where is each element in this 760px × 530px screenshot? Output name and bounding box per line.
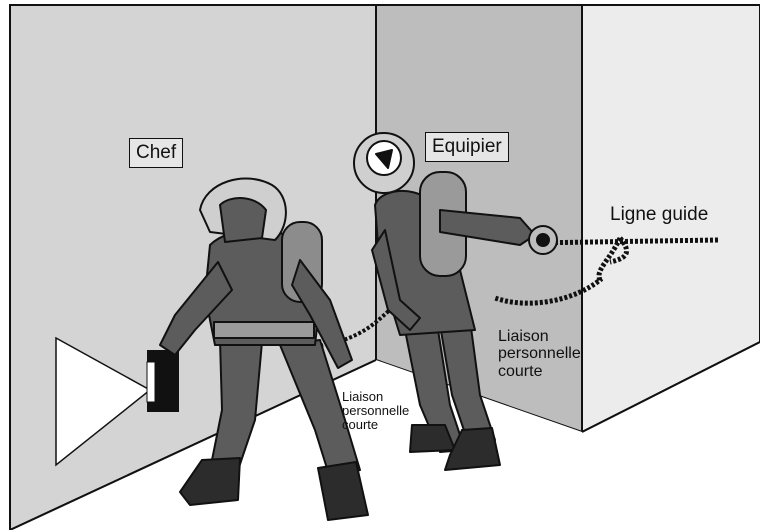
liaison-left-line-3: courte [342,418,409,432]
chef-label: Chef [129,138,183,168]
liaison-label-left: Liaison personnelle courte [342,390,409,432]
equipier-label: Equipier [425,132,509,162]
liaison-label-right: Liaison personnelle courte [498,328,581,380]
liaison-right-line-3: courte [498,363,581,380]
liaison-right-line-1: Liaison [498,328,581,345]
liaison-left-line-2: personnelle [342,404,409,418]
ligne-guide-label: Ligne guide [610,205,708,226]
liaison-left-line-1: Liaison [342,390,409,404]
flashlight-lens [147,362,155,402]
liaison-right-line-2: personnelle [498,345,581,362]
